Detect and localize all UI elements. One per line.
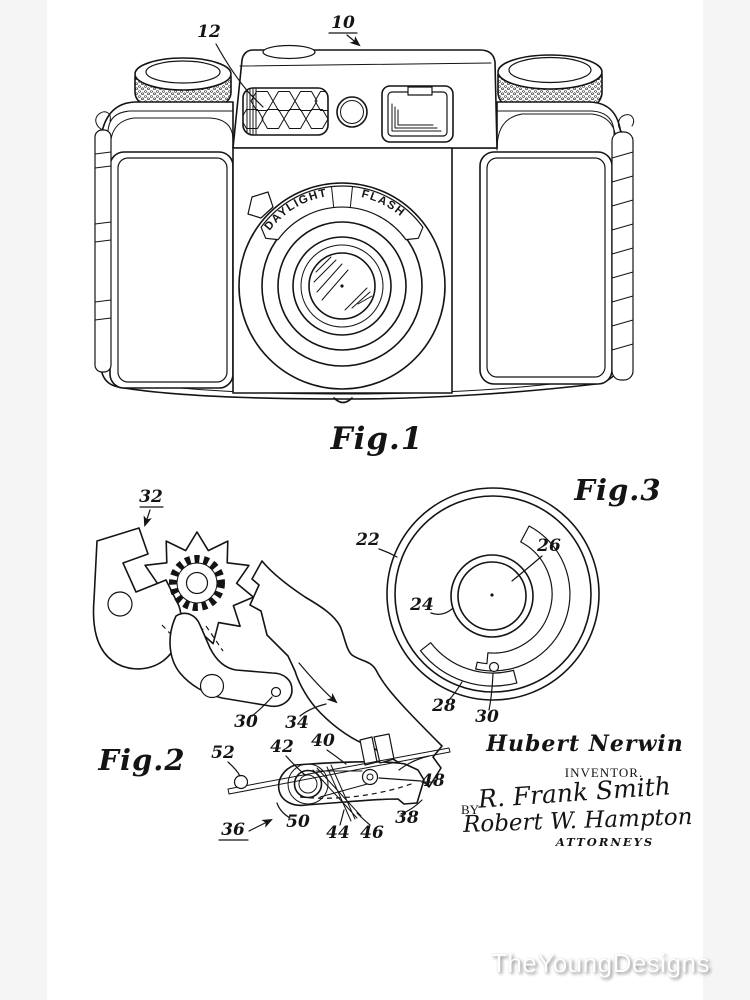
fig1-camera-group: DAYLIGHT FLASH 12 10 Fig.1 bbox=[94, 13, 635, 457]
c-slot bbox=[475, 525, 571, 672]
ref-label-48: 48 bbox=[421, 771, 445, 791]
attorneys-label: ATTORNEYS bbox=[555, 835, 654, 849]
ref-label-30-fig2: 30 bbox=[234, 712, 258, 732]
ref-label-34: 34 bbox=[285, 713, 309, 733]
pin-30 bbox=[270, 686, 282, 698]
shutter-curtain bbox=[249, 560, 443, 788]
ref-label-22: 22 bbox=[355, 530, 380, 550]
tab-35 bbox=[359, 733, 395, 766]
by-label: BY bbox=[461, 802, 480, 817]
inventor-name: Hubert Nerwin bbox=[485, 731, 684, 757]
ref-label-36: 36 bbox=[221, 820, 245, 840]
ref-label-10: 10 bbox=[331, 13, 355, 33]
ref-label-32: 32 bbox=[139, 487, 163, 507]
cross-rods bbox=[312, 764, 362, 822]
camera-foot bbox=[333, 397, 353, 404]
left-hinge-strip bbox=[94, 111, 112, 373]
ref-label-30-fig3: 30 bbox=[475, 707, 499, 727]
fig3-disc-group: 22 26 24 28 30 Fig.3 bbox=[355, 473, 661, 727]
ref-label-38: 38 bbox=[395, 808, 419, 828]
hub-ring bbox=[450, 554, 534, 638]
disc-pin-30 bbox=[488, 661, 500, 673]
ref-label-26: 26 bbox=[536, 536, 561, 556]
release-assembly bbox=[227, 733, 451, 822]
ref-label-46: 46 bbox=[360, 823, 384, 843]
ref-label-12: 12 bbox=[197, 22, 221, 42]
flash-reflector bbox=[242, 87, 329, 136]
gear bbox=[169, 555, 225, 611]
ref-label-40: 40 bbox=[311, 731, 335, 751]
signature-block: Hubert Nerwin INVENTOR. BY R. Frank Smit… bbox=[461, 731, 693, 849]
ref-label-52: 52 bbox=[211, 743, 235, 763]
ref-label-24: 24 bbox=[409, 595, 434, 615]
dial-tab bbox=[247, 191, 274, 219]
fig1-caption: Fig.1 bbox=[330, 421, 424, 457]
ball-52 bbox=[233, 774, 249, 790]
ref-label-50: 50 bbox=[286, 812, 310, 832]
right-latch-strip bbox=[611, 114, 635, 381]
shutter-release-bump bbox=[262, 44, 316, 60]
ref-label-42: 42 bbox=[270, 737, 294, 757]
inventor-title: INVENTOR. bbox=[565, 765, 643, 780]
right-margin-strip bbox=[703, 0, 750, 1000]
ref-label-28: 28 bbox=[431, 696, 456, 716]
round-window bbox=[336, 96, 368, 128]
trigger-rod bbox=[227, 747, 451, 795]
lens-assembly: DAYLIGHT FLASH bbox=[238, 182, 446, 390]
lens-glass-shading bbox=[313, 256, 373, 311]
left-margin-strip bbox=[0, 0, 47, 1000]
fig3-caption: Fig.3 bbox=[573, 473, 661, 507]
fig2-mechanism-group: 32 30 34 52 42 40 48 50 44 46 38 36 bbox=[92, 487, 451, 843]
watermark-text: TheYoungDesigns bbox=[490, 948, 710, 978]
pulley-48 bbox=[361, 768, 379, 786]
ref-label-44: 44 bbox=[326, 823, 350, 843]
claw-plate bbox=[92, 527, 183, 670]
left-winding-knob bbox=[134, 57, 232, 114]
viewfinder-window bbox=[381, 85, 454, 143]
fig2-caption: Fig.2 bbox=[97, 743, 185, 777]
